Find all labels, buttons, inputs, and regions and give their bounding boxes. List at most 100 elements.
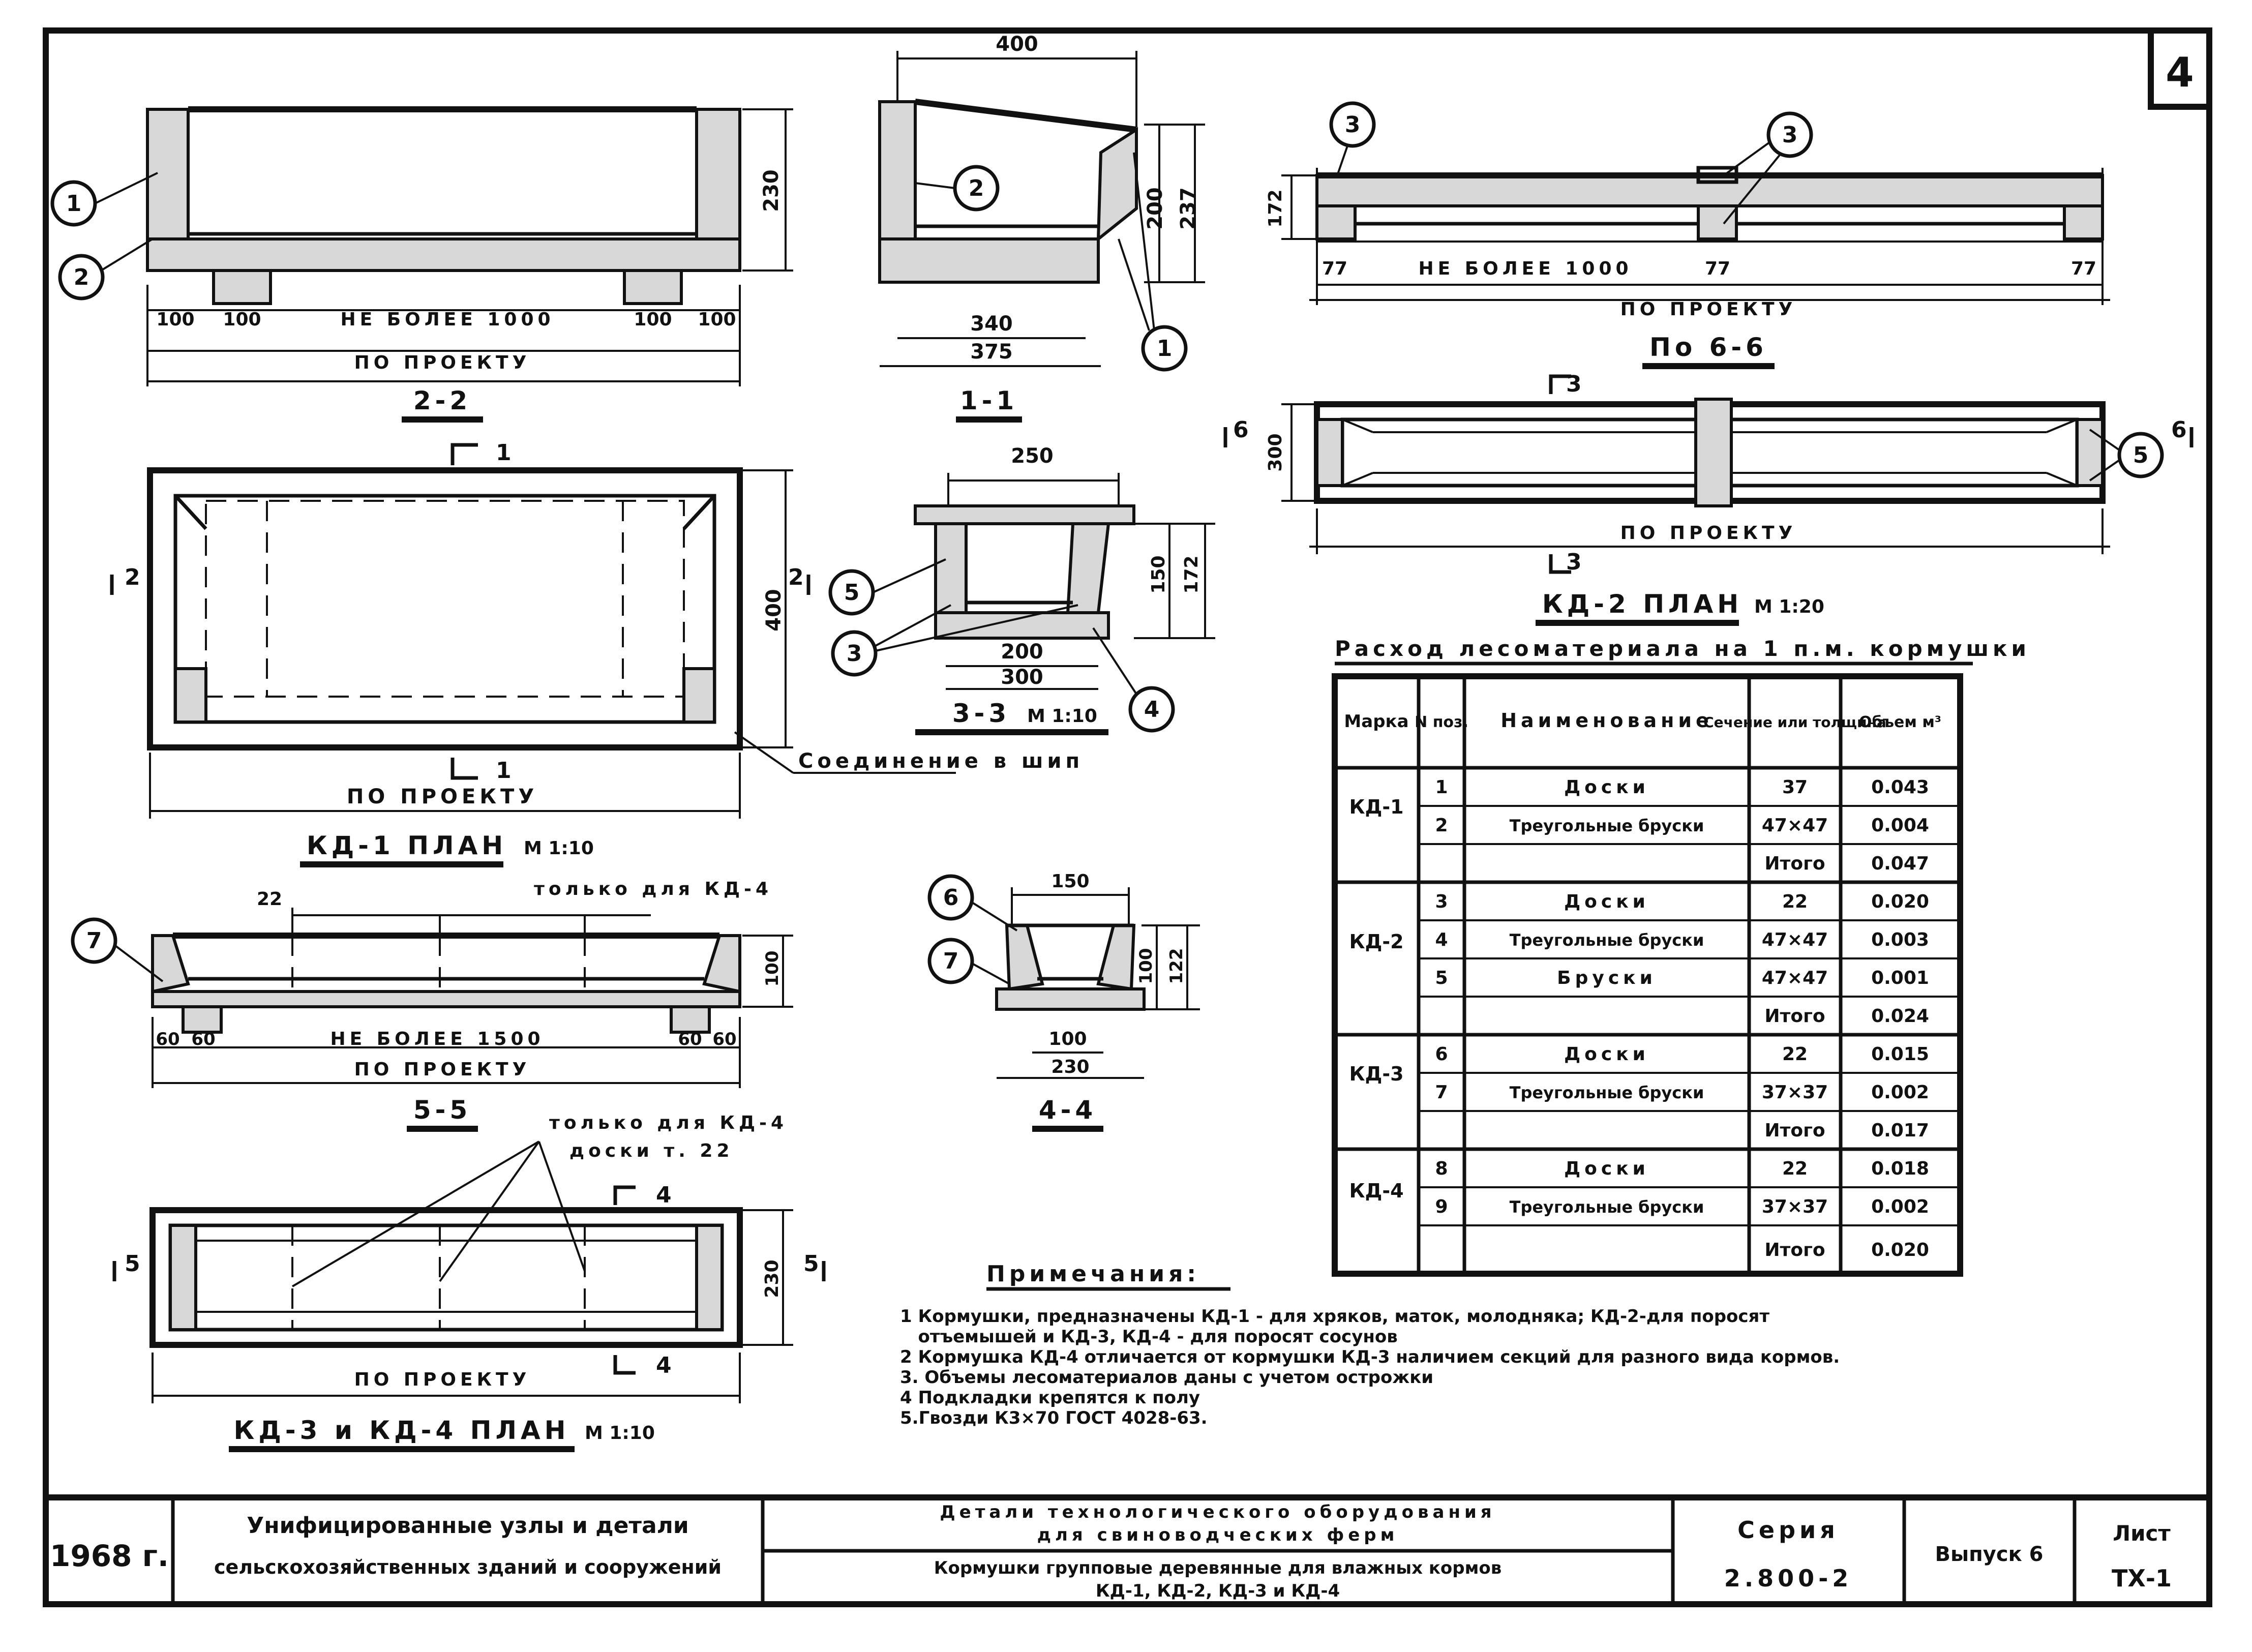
volume: 0.018 — [1871, 1158, 1929, 1179]
dim-60-c: 60 — [678, 1029, 702, 1049]
callout-5: 5 — [2133, 442, 2149, 468]
name: Треугольные бруски — [1510, 1197, 1704, 1217]
callout-7: 7 — [86, 928, 102, 954]
dim-total: ПО ПРОЕКТУ — [354, 1369, 531, 1390]
view-5-5: 60 60 НЕ БОЛЕЕ 1500 60 60 ПО ПРОЕКТУ 100… — [151, 879, 793, 1132]
org-line-2: сельскохозяйственных зданий и сооружений — [214, 1556, 722, 1578]
dim-340: 340 — [970, 312, 1013, 336]
section-scale-3-3: М 1:10 — [1027, 706, 1097, 727]
dim-total: ПО ПРОЕКТУ — [1620, 523, 1797, 544]
desc-line-1: Детали технологического оборудования — [940, 1502, 1495, 1522]
table-title: Расход лесоматериала на 1 п.м. кормушки — [1335, 636, 2030, 661]
sheet-value: ТХ-1 — [2112, 1565, 2172, 1592]
name: Треугольные бруски — [1510, 930, 1704, 950]
series-value: 2.800-2 — [1724, 1565, 1853, 1592]
header-section: Сечение или толщина — [1703, 714, 1886, 731]
dim-300: 300 — [1265, 433, 1286, 471]
cut-mark-3-bottom: 3 — [1566, 549, 1582, 575]
issue: Выпуск 6 — [1935, 1543, 2044, 1566]
dim-77-c: 77 — [2071, 258, 2096, 279]
name: Доски — [1564, 891, 1649, 912]
view-6-6: 77 НЕ БОЛЕЕ 1000 77 77 ПО ПРОЕКТУ 172 По… — [1265, 166, 2110, 369]
dim-max-1000: НЕ БОЛЕЕ 1000 — [1418, 258, 1632, 279]
dim-100-b: 100 — [223, 309, 261, 330]
callout-2: 2 — [74, 264, 89, 290]
pos: 4 — [1435, 929, 1448, 950]
total-label: Итого — [1764, 1120, 1825, 1141]
notes: Примечания: 1 Кормушки, предназначены КД… — [900, 1261, 1840, 1428]
section-title-1-1: 1-1 — [960, 386, 1018, 415]
dim-230: 230 — [1051, 1057, 1089, 1077]
header-pos: N поз. — [1415, 713, 1468, 731]
org-line-1: Унифицированные узлы и детали — [247, 1513, 688, 1539]
callout-3-b: 3 — [1782, 122, 1798, 148]
total-label: Итого — [1764, 1240, 1825, 1260]
name: Бруски — [1557, 968, 1657, 988]
note-line: 5.Гвозди К3×70 ГОСТ 4028-63. — [900, 1408, 1208, 1428]
section: 47×47 — [1762, 968, 1828, 988]
callout-1: 1 — [66, 191, 82, 217]
cut-mark-2-left: 2 — [125, 564, 140, 590]
dim-77-b: 77 — [1705, 258, 1730, 279]
volume: 0.015 — [1871, 1044, 1929, 1065]
pos: 8 — [1435, 1158, 1448, 1179]
view-1-1: 400 340 375 200 237 1-1 — [878, 33, 1205, 423]
dim-172: 172 — [1265, 189, 1286, 227]
section-title-3-3: 3-3 — [952, 699, 1010, 728]
pos: 5 — [1435, 968, 1448, 988]
dim-122: 122 — [1166, 948, 1187, 984]
dim-60-d: 60 — [712, 1029, 736, 1049]
plan-title-kd-3-kd-4: КД-3 и КД-4 ПЛАН — [233, 1416, 569, 1445]
sheet-frame — [43, 27, 2212, 1607]
header-name: Наименование — [1500, 709, 1713, 732]
dim-100-h: 100 — [1136, 948, 1156, 984]
section: 37×37 — [1762, 1196, 1828, 1217]
pos: 1 — [1435, 777, 1448, 798]
total-label: Итого — [1764, 1006, 1825, 1027]
cut-mark-1-top: 1 — [496, 440, 512, 466]
cut-mark-4-top: 4 — [656, 1182, 672, 1208]
volume: 0.003 — [1871, 929, 1929, 950]
year: 1968 г. — [50, 1539, 169, 1573]
dim-237: 237 — [1177, 187, 1200, 230]
section: 22 — [1782, 891, 1808, 912]
plan-scale-kd-3-kd-4: М 1:10 — [585, 1423, 655, 1444]
title-block: 1968 г. Унифицированные узлы и детали се… — [46, 1494, 2209, 1604]
section: 47×47 — [1762, 815, 1828, 836]
dim-22: 22 — [257, 889, 282, 910]
volume: 0.002 — [1871, 1082, 1929, 1103]
plan-title-kd-1: КД-1 ПЛАН — [307, 831, 507, 860]
pos: 7 — [1435, 1082, 1448, 1103]
plan-scale-kd-1: М 1:10 — [524, 838, 594, 859]
dim-400: 400 — [762, 589, 786, 632]
dim-max-1500: НЕ БОЛЕЕ 1500 — [330, 1029, 544, 1049]
desc-line-3: Кормушки групповые деревянные для влажны… — [934, 1558, 1502, 1578]
dim-max-1000: НЕ БОЛЕЕ 1000 — [340, 309, 554, 330]
name: Доски — [1564, 1158, 1649, 1179]
cut-mark-5-right: 5 — [803, 1251, 819, 1277]
sheet-label: Лист — [2113, 1521, 2171, 1546]
boards-22-note: доски т. 22 — [569, 1140, 734, 1161]
dim-100-d: 100 — [698, 309, 736, 330]
view-2-2: 100 100 НЕ БОЛЕЕ 1000 100 100 ПО ПРОЕКТУ… — [146, 106, 793, 423]
total-label: Итого — [1764, 853, 1825, 874]
dim-150: 150 — [1051, 871, 1089, 892]
dim-60-b: 60 — [191, 1029, 215, 1049]
section: 47×47 — [1762, 929, 1828, 950]
dim-100-a: 100 — [156, 309, 194, 330]
volume: 0.020 — [1871, 891, 1929, 912]
only-kd-4-note-b: только для КД-4 — [549, 1113, 788, 1133]
callouts: 1 2 2 1 3 3 5 5 3 4 7 6 7 — [50, 101, 2164, 985]
joint-note: Соединение в шип — [798, 749, 1084, 773]
note-line: 4 Подкладки крепятся к полу — [900, 1388, 1200, 1408]
name: Доски — [1564, 777, 1649, 798]
section-title-6-6: По 6-6 — [1649, 333, 1767, 362]
cut-mark-3-top: 3 — [1566, 371, 1582, 397]
callout-3: 3 — [1345, 112, 1361, 138]
cut-mark-6-left: 6 — [1233, 417, 1249, 443]
total: 0.017 — [1871, 1120, 1929, 1141]
name: Треугольные бруски — [1510, 1083, 1704, 1102]
dim-100: 100 — [762, 951, 783, 987]
mark-kd-4: КД-4 — [1349, 1180, 1403, 1202]
